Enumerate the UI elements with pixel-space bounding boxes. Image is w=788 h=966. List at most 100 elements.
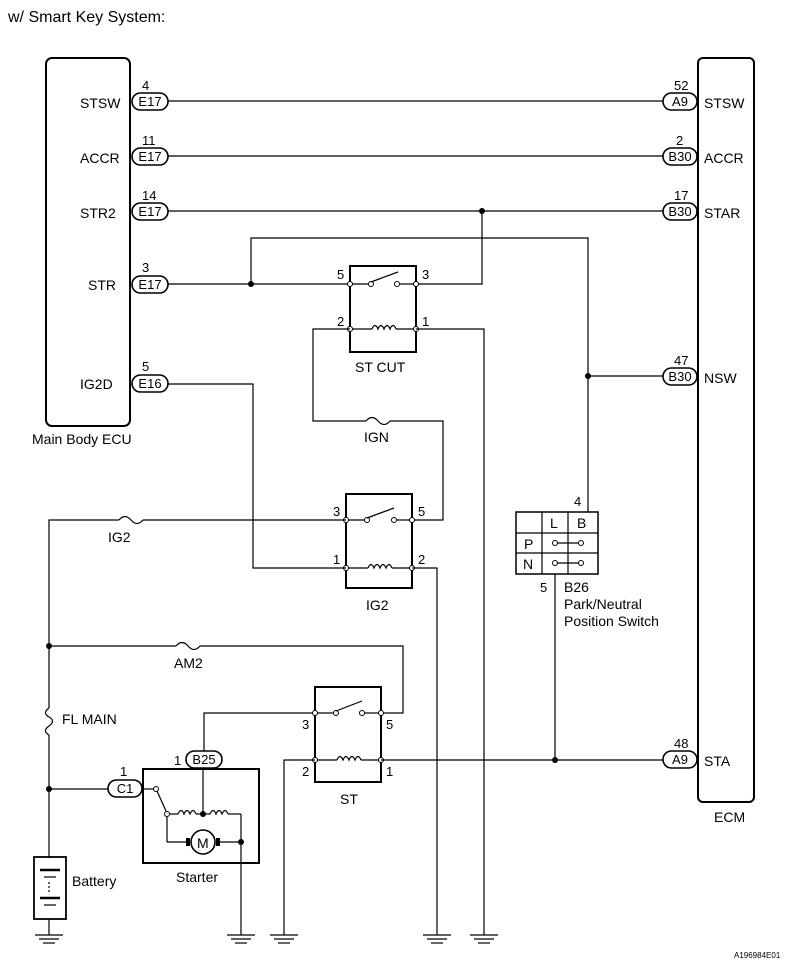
- starter-c1-connector: C1: [117, 781, 134, 796]
- ecm-terminal-accr: ACCR 2 B30: [662, 133, 744, 166]
- relay-switch-arm: [335, 700, 363, 712]
- st-cut-relay: 5 3 2 1 ST CUT: [337, 265, 429, 375]
- diagram-heading: w/ Smart Key System:: [7, 9, 165, 26]
- relay-pin: 1: [333, 552, 340, 567]
- pnp-pin-bottom: 5: [540, 580, 547, 595]
- pnp-table: [515, 511, 599, 575]
- ecu-terminal-str: STR 3 E17: [88, 260, 169, 294]
- ecu-terminal-stsw: STSW 4 E17: [80, 78, 169, 111]
- relay-contact: [364, 517, 370, 523]
- wire-ig2-pin2-ground: [412, 567, 438, 935]
- relay-label: IG2: [366, 597, 389, 613]
- wire-stcut-pin2-ign: [312, 328, 366, 422]
- starter-contact: [164, 811, 170, 817]
- main-body-ecu-box: [45, 57, 131, 427]
- connector-code: A9: [672, 752, 688, 767]
- pnp-contact: [552, 540, 558, 546]
- pnp-col-l: L: [550, 515, 558, 531]
- relay-pin: 2: [337, 314, 344, 329]
- starter-contact: [153, 786, 159, 792]
- starter-coil: [177, 809, 197, 816]
- ecu-terminal-ig2d: IG2D 5 E16: [80, 359, 169, 393]
- motor-brush: [186, 838, 190, 846]
- wire-ig2d-to-ig2-relay: [168, 383, 346, 569]
- relay-contact: [413, 281, 419, 287]
- connector-code: E17: [138, 204, 161, 219]
- relay-switch-arm: [366, 507, 395, 519]
- wire-st-pin2-ground: [283, 759, 315, 935]
- terminal-name: STR: [88, 277, 116, 293]
- relay-pin: 5: [418, 504, 425, 519]
- pnp-name-line2: Position Switch: [564, 613, 659, 629]
- starter-c1-pin: 1: [120, 764, 127, 779]
- terminal-name: ACCR: [704, 150, 744, 166]
- pin-number: 4: [142, 78, 149, 93]
- relay-contact: [359, 710, 365, 716]
- pnp-contact: [578, 560, 584, 566]
- terminal-name: STA: [704, 753, 731, 769]
- starter-b25-connector: B25: [192, 752, 215, 767]
- pin-number: 47: [674, 353, 688, 368]
- ecu-terminal-str2: STR2 14 E17: [80, 188, 169, 221]
- connector-code: E17: [138, 94, 161, 109]
- pnp-contact: [578, 540, 584, 546]
- relay-box: [314, 686, 382, 783]
- ground-symbol: [227, 934, 255, 944]
- relay-contact: [333, 710, 339, 716]
- fuse-ig2-label: IG2: [108, 529, 131, 545]
- ecm-terminal-stsw: STSW 52 A9: [662, 78, 745, 111]
- connector-code: E17: [138, 277, 161, 292]
- terminal-name: ACCR: [80, 150, 120, 166]
- park-neutral-position-switch: L B P N 4 5 B26 Park/Neutral Position Sw…: [515, 494, 659, 629]
- relay-box: [349, 265, 417, 353]
- fuse-ig2: [118, 515, 144, 525]
- relay-coil: [367, 563, 393, 570]
- wire-b25-to-st-relay: [203, 712, 315, 751]
- relay-contact: [347, 281, 353, 287]
- relay-coil: [371, 324, 397, 331]
- pin-number: 5: [142, 359, 149, 374]
- wire-str2-to-stcut: [416, 211, 483, 285]
- pnp-pin-top: 4: [574, 494, 581, 509]
- ground-symbol: [270, 934, 298, 944]
- relay-contact: [394, 281, 400, 287]
- ig2-relay: 3 5 1 2 IG2: [333, 493, 425, 613]
- pnp-row-n: N: [523, 556, 533, 572]
- relay-pin: 3: [422, 267, 429, 282]
- ground-symbol: [470, 934, 498, 944]
- pnp-row-p: P: [524, 536, 533, 552]
- relay-pin: 3: [333, 504, 340, 519]
- relay-switch-arm: [370, 271, 399, 283]
- battery-box: [33, 856, 67, 920]
- relay-pin: 3: [302, 717, 309, 732]
- motor-brush: [216, 838, 220, 846]
- terminal-name: IG2D: [80, 376, 113, 392]
- relay-contact: [409, 517, 415, 523]
- starter-b25-pin: 1: [174, 753, 181, 768]
- pnp-connector: B26: [564, 579, 589, 595]
- pnp-name-line1: Park/Neutral: [564, 596, 642, 612]
- terminal-name: STSW: [80, 95, 121, 111]
- pin-number: 11: [142, 133, 156, 148]
- connector-code: E16: [138, 376, 161, 391]
- connector-code: E17: [138, 149, 161, 164]
- relay-pin: 2: [418, 552, 425, 567]
- ecm-terminal-sta: STA 48 A9: [662, 736, 731, 769]
- relay-pin: 5: [386, 717, 393, 732]
- wire-stcut-pin1-ground: [416, 328, 485, 935]
- ecm-terminal-nsw: NSW 47 B30: [662, 353, 737, 386]
- figure-code: A196984E01: [734, 951, 781, 960]
- ground-symbol: [35, 934, 63, 944]
- terminal-name: STSW: [704, 95, 745, 111]
- st-relay: 3 5 2 1 ST: [302, 686, 393, 807]
- junction-dot: [238, 839, 244, 845]
- ecm-box: [697, 57, 755, 803]
- terminal-name: NSW: [704, 370, 737, 386]
- starter-box: [142, 768, 260, 864]
- relay-coil: [336, 755, 362, 762]
- ecm-terminal-star: STAR 17 B30: [662, 188, 740, 221]
- starter-motor: M Starter: [142, 767, 260, 935]
- relay-label: ST CUT: [355, 359, 406, 375]
- pin-number: 17: [674, 188, 688, 203]
- relay-pin: 1: [422, 314, 429, 329]
